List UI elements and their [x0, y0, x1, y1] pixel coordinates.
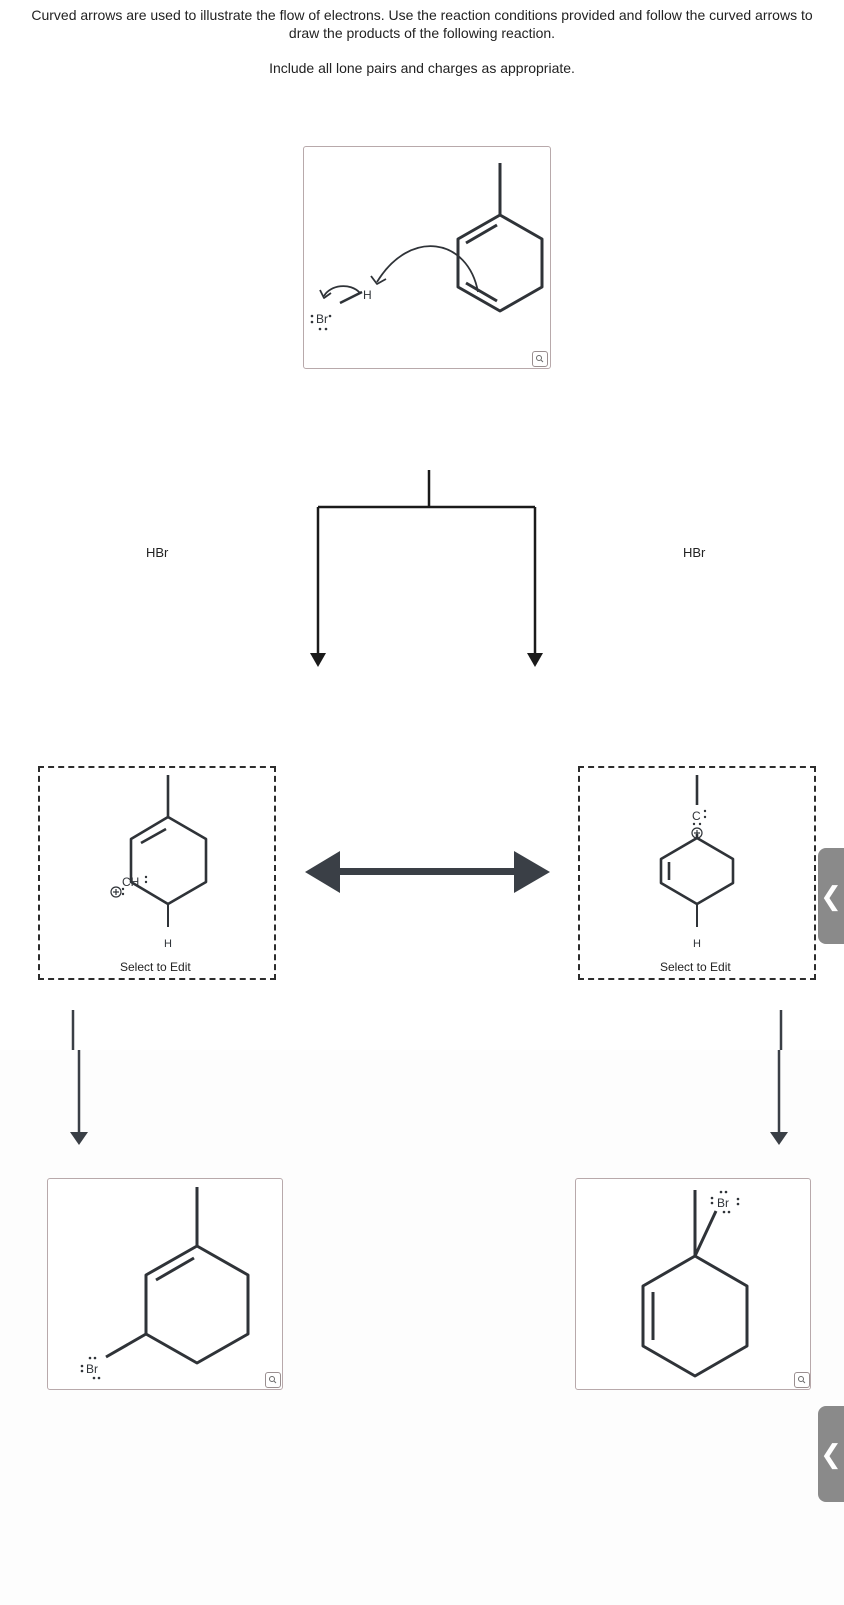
down-arrow-right — [777, 1010, 783, 1132]
zoom-button-start[interactable] — [532, 351, 548, 367]
charge-plus-right — [691, 827, 703, 839]
product-box-left[interactable] — [38, 766, 276, 980]
lone-pairs-br-start — [310, 314, 332, 331]
instruction-subtext: Include all lone pairs and charges as ap… — [269, 60, 575, 76]
atom-h-right: H — [693, 938, 701, 950]
down-arrowhead-right — [770, 1132, 788, 1145]
search-icon — [269, 355, 806, 1384]
side-collapse-tab-upper[interactable]: ❮ — [818, 848, 844, 944]
product-molecule-left — [129, 775, 208, 927]
dots-right — [692, 809, 707, 826]
resonance-arrow — [305, 851, 550, 893]
atom-br-final-right: Br — [717, 1196, 729, 1210]
dots-left — [121, 875, 148, 896]
branch-arrowhead-left — [310, 653, 326, 667]
starting-molecule — [319, 163, 544, 313]
down-arrowhead-left — [70, 1132, 88, 1145]
charge-plus-left — [110, 886, 122, 898]
select-to-edit-left[interactable]: Select to Edit — [120, 960, 191, 974]
atom-ch-left: CH — [122, 875, 139, 889]
atom-br-final-left: Br — [86, 1362, 98, 1376]
instruction-text: Curved arrows are used to illustrate the… — [31, 7, 813, 41]
atom-h-start: H — [363, 288, 372, 302]
final-molecule-left — [105, 1187, 250, 1365]
final-product-panel-left[interactable] — [47, 1178, 283, 1390]
starting-material-panel[interactable] — [303, 146, 551, 369]
lone-pairs-br-final-right — [710, 1190, 740, 1214]
chevron-left-icon: ❮ — [820, 881, 842, 911]
reagent-label-right: HBr — [683, 545, 706, 560]
atom-h-left: H — [164, 938, 172, 950]
lone-pairs-br-final-left — [80, 1356, 101, 1380]
select-to-edit-right[interactable]: Select to Edit — [660, 960, 731, 974]
zoom-button-final-right[interactable] — [794, 1372, 810, 1388]
branch-arrow — [316, 470, 537, 653]
final-molecule-right — [641, 1190, 749, 1378]
product-box-right[interactable] — [578, 766, 816, 980]
atom-c-right: C — [692, 809, 701, 823]
reagent-label-left: HBr — [146, 545, 169, 560]
down-arrow-left — [71, 1010, 81, 1132]
final-product-panel-right[interactable] — [575, 1178, 811, 1390]
branch-arrowhead-right — [527, 653, 543, 667]
side-collapse-tab-lower[interactable]: ❮ — [818, 1406, 844, 1502]
product-molecule-right — [659, 775, 735, 927]
atom-br-start: Br — [316, 312, 328, 326]
chevron-left-icon: ❮ — [820, 1439, 842, 1469]
zoom-button-final-left[interactable] — [265, 1372, 281, 1388]
